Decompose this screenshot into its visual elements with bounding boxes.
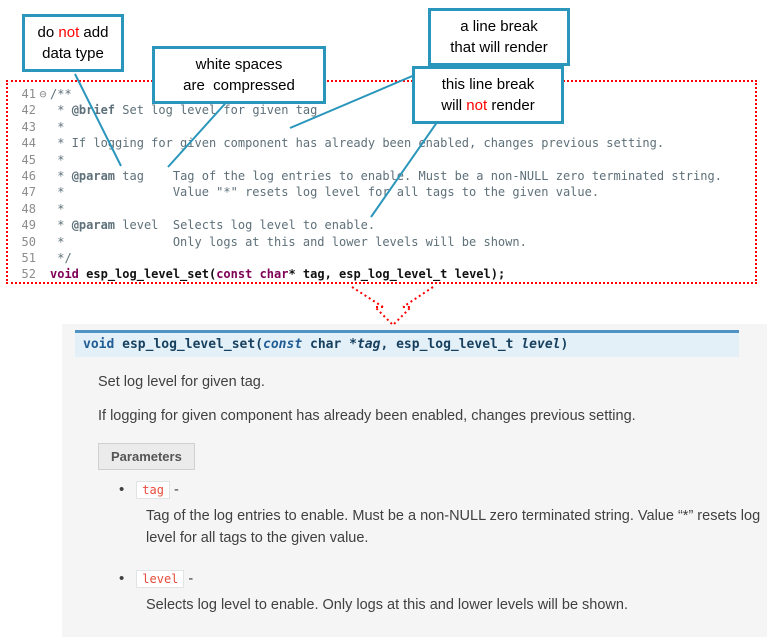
code-line: 47 * Value "*" resets log level for all … [14, 184, 753, 200]
render-arrow-right-edge [402, 286, 434, 308]
code-line: 49 * @param level Selects log level to e… [14, 217, 753, 233]
line-number: 52 [21, 267, 36, 282]
code-line: 51 */ [14, 250, 753, 266]
line-number: 47 [21, 185, 36, 200]
parameter-list: •tag -Tag of the log entries to enable. … [119, 481, 764, 637]
callout-text-line: will not render [441, 97, 535, 114]
code-line: 44 * If logging for given component has … [14, 135, 753, 151]
render-arrow-head [372, 306, 414, 327]
callout-whitespace-compressed: white spaces are compressed [152, 46, 326, 104]
parameter-name: tag [136, 481, 170, 499]
callout-text-line: this line break [441, 76, 535, 93]
callout-text-line: that will render [450, 39, 548, 56]
parameters-label: Parameters [98, 443, 195, 470]
render-arrow-left-edge [351, 286, 384, 308]
parameter-description: Tag of the log entries to enable. Must b… [146, 508, 761, 546]
code-line: 42 * @brief Set log level for given tag [14, 102, 753, 118]
line-number: 49 [21, 218, 36, 233]
parameter-item: •level -Selects log level to enable. Onl… [119, 570, 764, 616]
line-number: 45 [21, 152, 36, 167]
callout-text-line: data type [42, 45, 104, 62]
function-signature: void esp_log_level_set(const char *tag, … [75, 330, 739, 357]
parameter-description: Selects log level to enable. Only logs a… [146, 597, 628, 613]
callout-text-line: white spaces [195, 56, 283, 73]
bullet-icon: • [119, 481, 125, 498]
line-number: 48 [21, 201, 36, 216]
rendered-docs-panel: void esp_log_level_set(const char *tag, … [62, 324, 767, 637]
fold-marker-icon: ⊖ [39, 87, 47, 101]
callout-linebreak-renders: a line break that will render [428, 8, 570, 66]
code-line: 45 * [14, 152, 753, 168]
callout-linebreak-not-render: this line break will not render [412, 66, 564, 124]
callout-text-line: do not add [37, 24, 109, 41]
detail-description: If logging for given component has alrea… [98, 408, 636, 424]
line-number: 46 [21, 169, 36, 184]
line-number: 43 [21, 119, 36, 134]
code-lines: 41⊖/**42 * @brief Set log level for give… [14, 86, 753, 283]
parameter-item: •tag -Tag of the log entries to enable. … [119, 481, 764, 549]
bullet-icon: • [119, 570, 125, 587]
brief-description: Set log level for given tag. [98, 374, 265, 390]
code-editor: 41⊖/**42 * @brief Set log level for give… [6, 80, 757, 284]
callout-no-datatype: do not add data type [22, 14, 124, 72]
line-number: 44 [21, 136, 36, 151]
code-line: 46 * @param tag Tag of the log entries t… [14, 168, 753, 184]
line-number: 50 [21, 234, 36, 249]
line-number: 51 [21, 251, 36, 266]
parameter-name: level [136, 570, 185, 588]
code-line: 48 * [14, 201, 753, 217]
line-number: 41 [21, 87, 36, 101]
code-line: 50 * Only logs at this and lower levels … [14, 234, 753, 250]
callout-text-line: a line break [460, 18, 538, 35]
code-line: 43 * [14, 119, 753, 135]
code-line: 41⊖/** [14, 86, 753, 102]
line-number: 42 [21, 103, 36, 118]
callout-text-line: are compressed [183, 77, 295, 94]
